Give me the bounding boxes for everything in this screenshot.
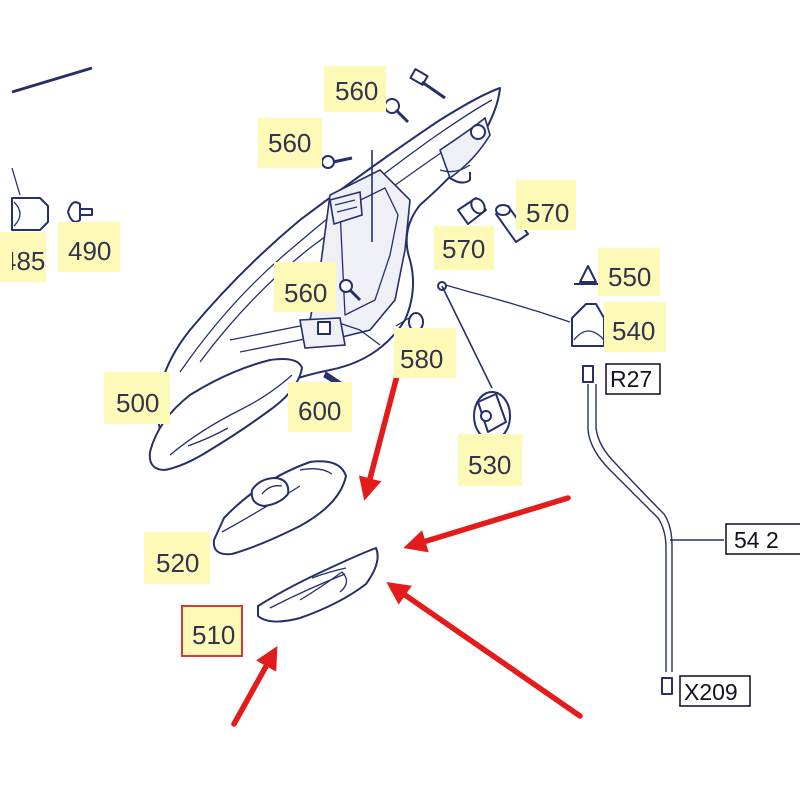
label-540: 540 — [612, 316, 655, 346]
label-x209: X209 — [684, 679, 738, 705]
label-560: 560 — [268, 128, 311, 158]
callout-600[interactable]: 600 — [288, 382, 352, 432]
label-570: 570 — [526, 198, 569, 228]
label-520: 520 — [156, 548, 199, 578]
label-570: 570 — [442, 234, 485, 264]
label-560: 560 — [284, 278, 327, 308]
callout-570-right[interactable]: 570 — [516, 180, 576, 230]
label-490: 490 — [68, 236, 111, 266]
callout-570-left[interactable]: 570 — [434, 226, 494, 270]
label-580: 580 — [400, 344, 443, 374]
pin-570-a — [457, 197, 487, 225]
part-530-drawing — [473, 391, 511, 441]
pin-570-b — [495, 204, 529, 243]
label-510: 510 — [192, 620, 235, 650]
part-550-drawing — [574, 265, 602, 285]
callout-510-selected[interactable]: 510 — [181, 605, 243, 657]
arrow-to-510-top — [403, 495, 571, 553]
wire-harness — [582, 365, 724, 695]
part-540-drawing — [571, 303, 605, 347]
callout-560-top[interactable]: 560 — [324, 66, 386, 112]
part-485-drawing — [11, 167, 49, 231]
callout-490[interactable]: 490 — [58, 222, 120, 272]
screw-560-mid — [384, 98, 410, 124]
connector-54-2[interactable]: 54 2 — [725, 523, 800, 555]
label-560: 560 — [335, 76, 378, 106]
connector-x209[interactable]: X209 — [679, 675, 751, 707]
part-520-drawing — [212, 460, 347, 556]
label-530: 530 — [468, 450, 511, 480]
edge-line — [11, 66, 93, 94]
callout-550[interactable]: 550 — [598, 248, 660, 296]
callout-520[interactable]: 520 — [144, 532, 210, 584]
label-550: 550 — [608, 262, 651, 292]
callout-560-left[interactable]: 560 — [258, 118, 322, 168]
screw-560-top — [409, 68, 446, 100]
label-600: 600 — [298, 396, 341, 426]
callout-485[interactable]: 485 — [0, 232, 46, 282]
part-510-drawing — [257, 547, 379, 623]
callout-530[interactable]: 530 — [458, 434, 522, 486]
label-54-2: 54 2 — [734, 527, 779, 553]
red-arrows — [231, 369, 583, 727]
callout-540[interactable]: 540 — [604, 302, 666, 352]
connector-r27[interactable]: R27 — [605, 363, 661, 395]
label-500: 500 — [116, 388, 159, 418]
callout-580[interactable]: 580 — [394, 328, 456, 378]
arrow-to-510-bottom — [231, 645, 278, 727]
label-r27: R27 — [610, 366, 652, 392]
arrow-to-510-right — [386, 582, 583, 719]
screw-560-low — [339, 279, 362, 302]
callout-560-low[interactable]: 560 — [274, 262, 336, 312]
cable-540 — [437, 281, 571, 389]
part-490-drawing — [67, 201, 93, 223]
screw-560-left — [321, 155, 353, 169]
callout-500[interactable]: 500 — [104, 372, 170, 424]
arrow-to-520 — [358, 369, 401, 501]
